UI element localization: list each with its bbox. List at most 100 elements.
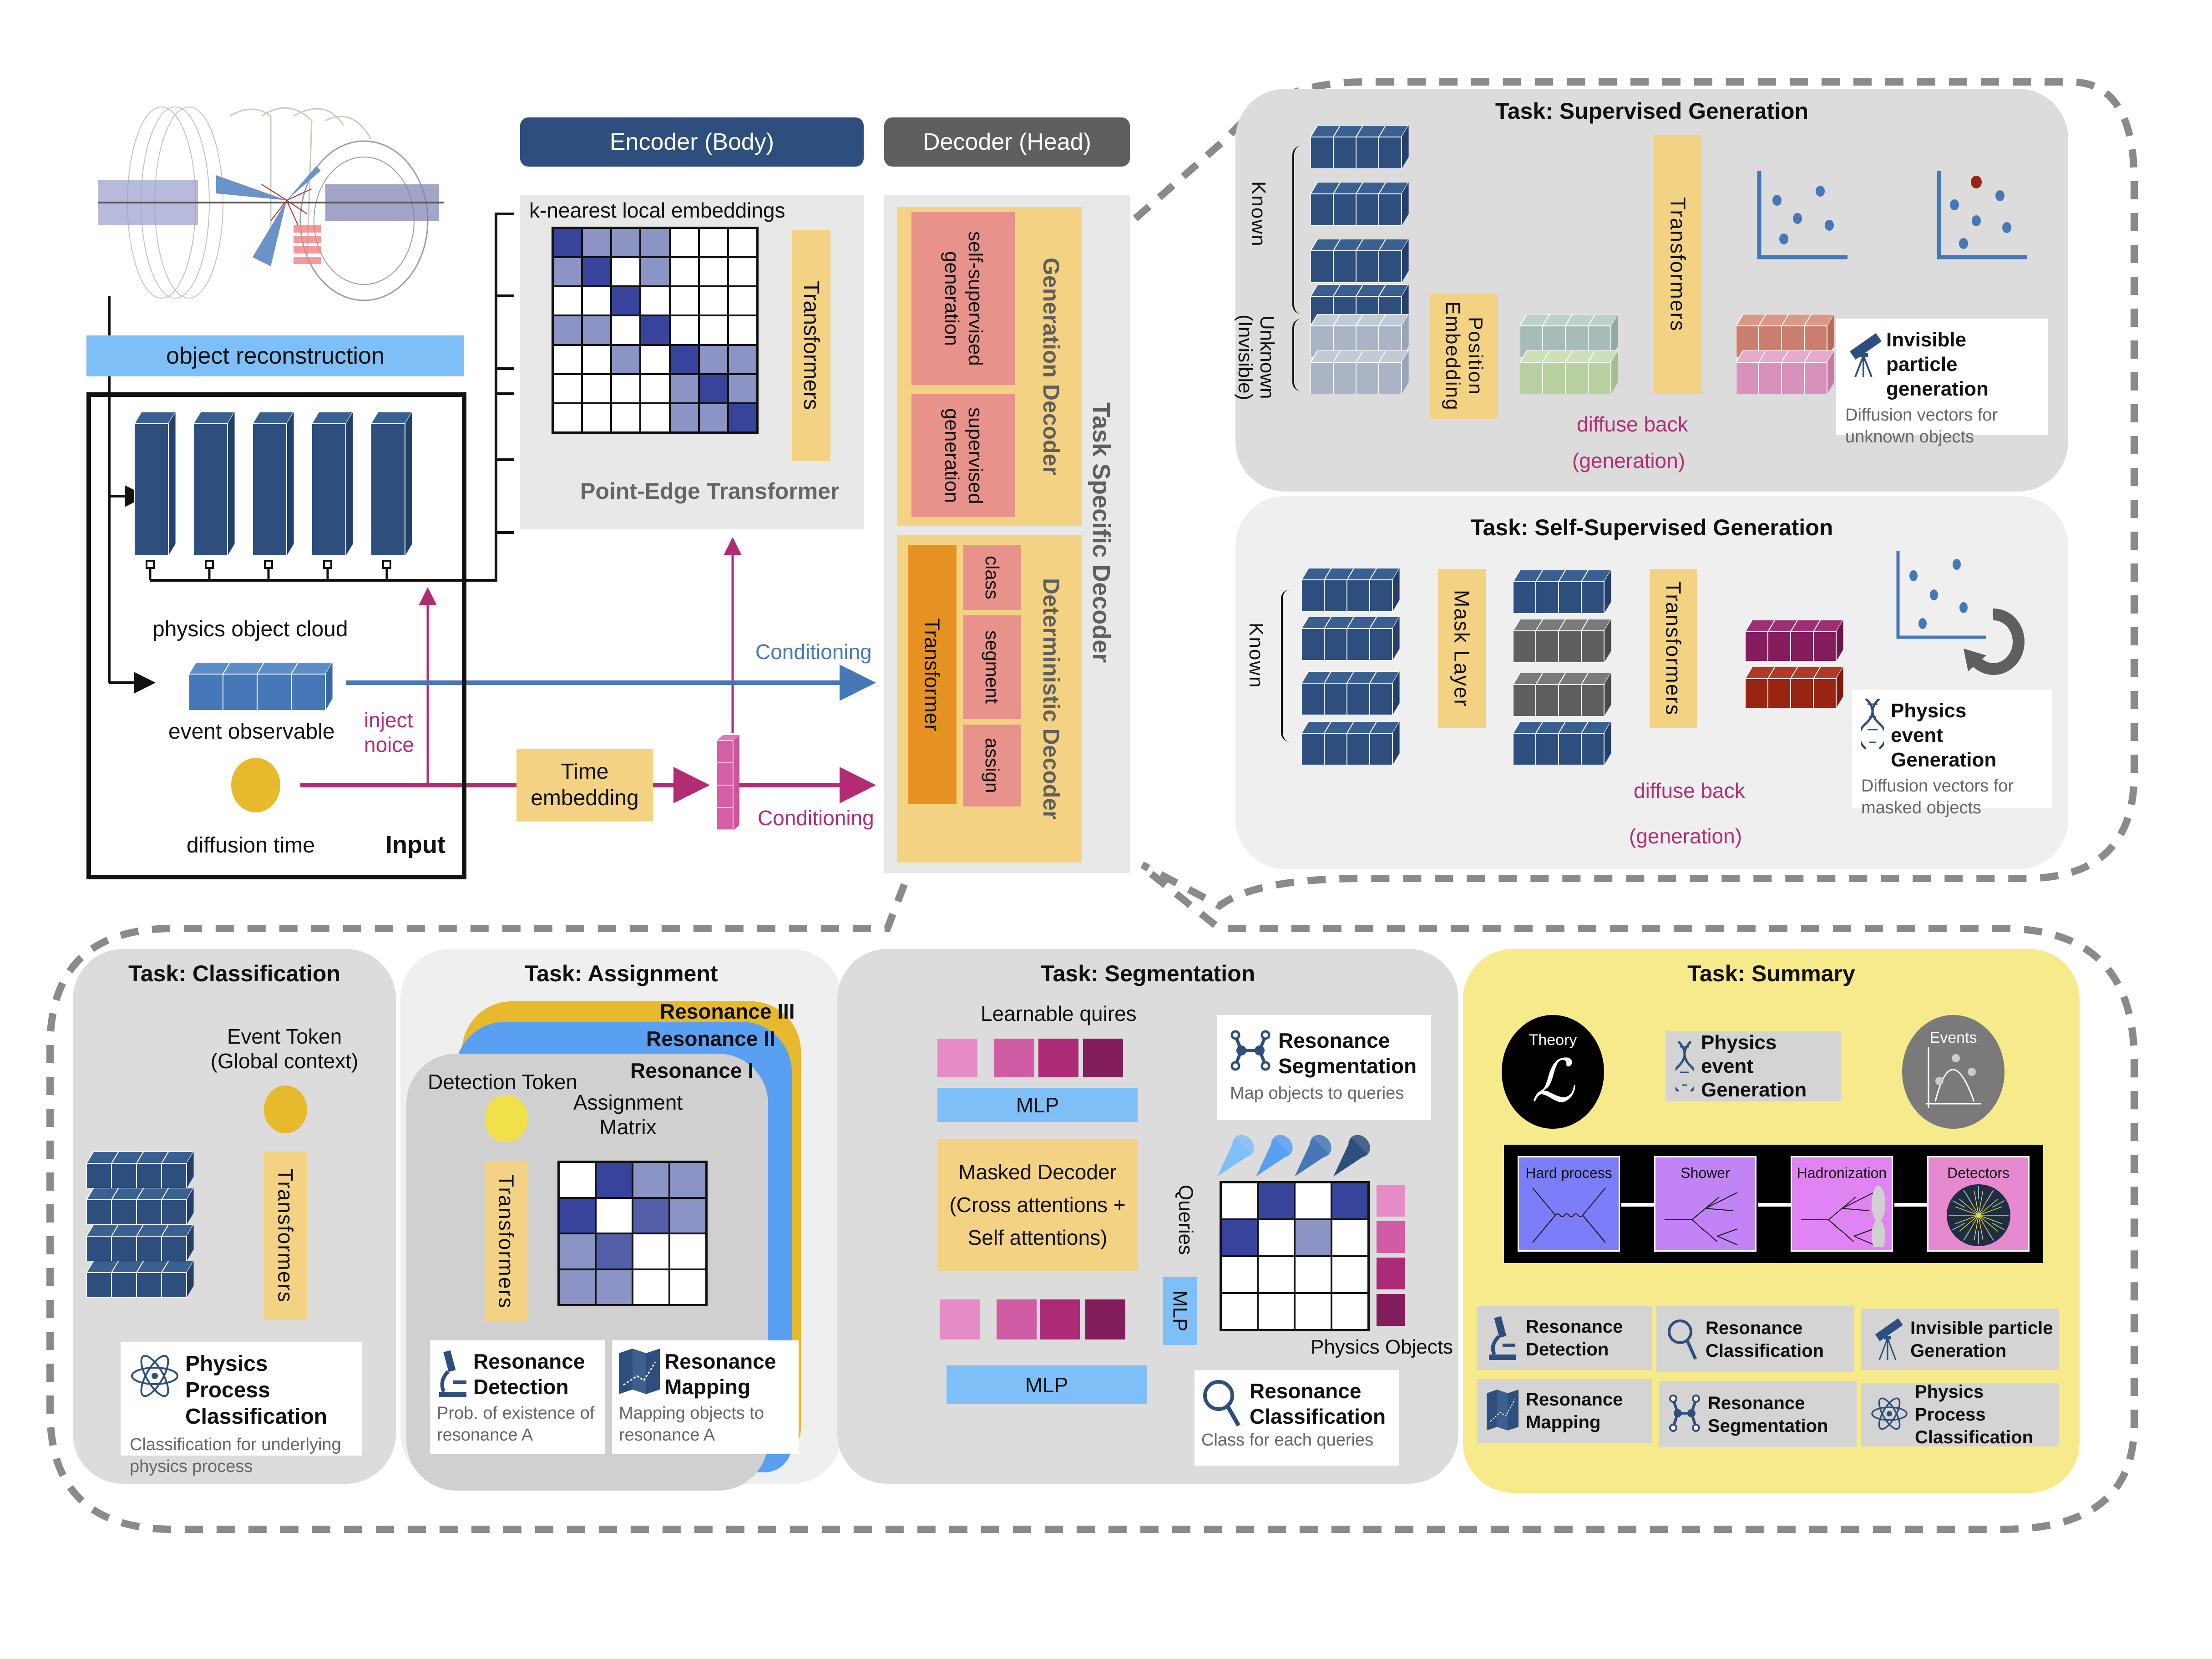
matrix-cell: [1259, 1257, 1294, 1292]
masked-decoder-block: Masked Decoder (Cross attentions + Self …: [937, 1139, 1138, 1271]
embedded-vector: [1520, 350, 1619, 394]
matrix-cell: [560, 1163, 595, 1197]
supervised-title: Task: Supervised Generation: [1495, 98, 1809, 124]
mlp-top-block: MLP: [937, 1088, 1138, 1122]
scatter-after-icon: [1936, 171, 2032, 259]
matrix-cell: [670, 345, 698, 373]
map-icon: [1487, 1389, 1519, 1433]
event-token-label: Event Token (Global context): [210, 1025, 359, 1073]
atom-icon: [1871, 1393, 1908, 1436]
segmentation-title: Task: Segmentation: [1040, 961, 1255, 986]
matrix-cell: [1222, 1183, 1257, 1218]
generated-vector: [1745, 667, 1844, 708]
pipeline-stage: Hard process: [1518, 1156, 1620, 1252]
callout-bottom: [46, 868, 2138, 1533]
event-observable-label: event observable: [168, 720, 335, 744]
matrix-cell: [729, 316, 756, 344]
matrix-cell: [670, 316, 698, 344]
matrix-cell: [729, 375, 756, 402]
object-cube: [312, 412, 354, 556]
matrix-cell: [729, 345, 756, 373]
matrix-cell: [612, 229, 640, 257]
resonance-i-label: Resonance I: [630, 1059, 754, 1082]
theory-circle: Theory ℒ: [1502, 1015, 1604, 1129]
matrix-cell: [1222, 1220, 1257, 1255]
query-side-square: [1377, 1258, 1405, 1289]
supervised-diffuse-back-label: diffuse back: [1577, 412, 1688, 436]
unknown-brace: [1292, 319, 1301, 391]
feynman-diagram-icon: [1532, 1187, 1606, 1243]
matrix-cell: [670, 258, 698, 286]
conditioning-magenta-label: Conditioning: [758, 806, 874, 830]
summary-task-magnifier: Resonance Classification: [1656, 1306, 1854, 1372]
query-square: [1038, 1039, 1078, 1077]
matrix-cell: [670, 404, 698, 431]
mlp-bottom-block: MLP: [947, 1365, 1147, 1404]
object-reconstruction-label: object reconstruction: [166, 343, 385, 369]
physics-process-sub: Classification for underlying physics pr…: [130, 1435, 341, 1476]
pipeline-connector: [1894, 1203, 1927, 1207]
known-vector: [1301, 671, 1400, 715]
diffusion-time-dot: [231, 758, 280, 812]
query-square: [937, 1039, 977, 1077]
matrix-cell: [670, 1163, 705, 1197]
resonance-segmentation-title: Resonance Segmentation: [1278, 1029, 1417, 1078]
cone-icon: [1256, 1135, 1293, 1177]
summary-generation-box: Physics event Generation: [1665, 1031, 1841, 1101]
invisible-particle-title: Invisible particle generation: [1886, 329, 1989, 400]
matrix-cell: [554, 375, 582, 402]
resonance-ii-label: Resonance II: [646, 1027, 775, 1050]
summary-task-network: Resonance Segmentation: [1659, 1381, 1857, 1447]
matrix-cell: [583, 229, 611, 257]
matrix-cell: [583, 316, 611, 344]
resonance-segmentation-card: Resonance Segmentation Map objects to qu…: [1217, 1015, 1431, 1120]
matrix-cell: [554, 229, 582, 257]
summary-task-label: Resonance Mapping: [1526, 1390, 1623, 1432]
pipeline-stage-label: Hard process: [1525, 1165, 1612, 1181]
matrix-cell: [729, 404, 756, 431]
query-side-square: [1377, 1221, 1405, 1253]
known-vector: [1301, 721, 1400, 765]
known-vector: [1301, 568, 1400, 612]
supervised-generation-label: (generation): [1572, 449, 1686, 472]
matrix-cell: [1296, 1220, 1331, 1255]
physics-process-title: Physics Process Classification: [185, 1352, 328, 1429]
matrix-cell: [641, 316, 669, 344]
summary-task-label: Invisible particle Generation: [1910, 1318, 2053, 1361]
time-embedding-vector: [716, 735, 739, 831]
known-vector: [1311, 239, 1409, 283]
knn-label: k-nearest local embeddings: [529, 198, 785, 222]
conditioning-blue-label: Conditioning: [755, 640, 872, 664]
summary-task-microscope: Resonance Detection: [1477, 1306, 1652, 1370]
pipeline-stage: Hadronization: [1791, 1156, 1893, 1252]
events-plot-icon: [1926, 1046, 1981, 1108]
learnable-queries-label: Learnable quires: [981, 1002, 1137, 1025]
position-embedding-block: Position Embedding: [1430, 294, 1498, 419]
det-head-segment: segment: [963, 615, 1021, 719]
matrix-cell: [633, 1198, 668, 1233]
invisible-particle-card: Invisible particle generation Diffusion …: [1836, 319, 2048, 446]
cone-icon: [1333, 1135, 1370, 1177]
matrix-cell: [633, 1234, 668, 1268]
events-circle: Events: [1902, 1015, 2004, 1129]
input-label: Input: [385, 831, 445, 858]
pipeline-stage: Shower: [1654, 1156, 1756, 1252]
supervised-known-label: Known: [1247, 181, 1270, 247]
event-token-dot: [264, 1086, 307, 1133]
matrix-cell: [1259, 1183, 1294, 1218]
invisible-particle-sub: Diffusion vectors for unknown objects: [1845, 406, 1998, 446]
matrix-cell: [641, 404, 669, 431]
query-square: [997, 1299, 1037, 1339]
matrix-cell: [699, 229, 727, 257]
pipeline-stage-label: Shower: [1681, 1165, 1730, 1181]
summary-dna-icon: [1670, 1040, 1699, 1092]
matrix-cell: [612, 345, 640, 373]
summary-title: Task: Summary: [1687, 961, 1855, 986]
inject-noise-label: inject noice: [364, 708, 414, 756]
deterministic-decoder-label: Deterministic Decoder: [1038, 578, 1064, 820]
pipeline-stage-label: Detectors: [1947, 1165, 2010, 1181]
matrix-cell: [641, 258, 669, 286]
detector-icon: [1946, 1184, 2010, 1246]
query-side-square: [1377, 1185, 1405, 1217]
summary-task-label: Resonance Classification: [1706, 1318, 1824, 1361]
